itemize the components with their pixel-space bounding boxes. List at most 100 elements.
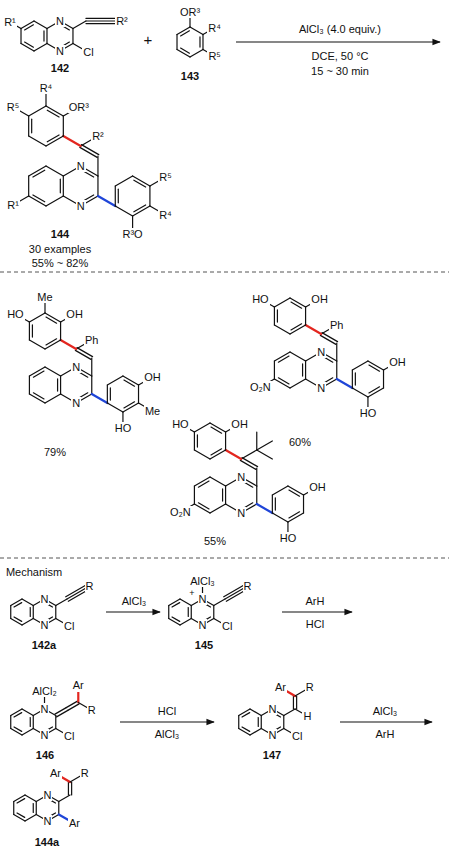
atom-label: N [316, 346, 326, 358]
atom-label: N [198, 593, 208, 605]
atom-label: N [55, 15, 65, 27]
bond-line [305, 361, 306, 379]
compound-number: 144a [34, 836, 60, 848]
atom-label: OH [308, 481, 327, 493]
bond-line [46, 166, 63, 176]
condition-text: ArH [375, 728, 396, 740]
bond-line [355, 373, 356, 385]
compound-number: 147 [262, 749, 282, 761]
bond-line [46, 317, 57, 323]
bond-line [177, 50, 190, 58]
bond-line [124, 380, 135, 386]
atom-label: O₂N [169, 506, 192, 518]
bond-line [30, 608, 31, 617]
atom-label: HO [359, 407, 378, 419]
bond-line [14, 727, 22, 731]
atom-label: AlCl₂ [31, 685, 57, 697]
bond-line [305, 307, 306, 325]
bond-line [169, 619, 180, 626]
atom-label: HO [251, 293, 270, 305]
bond-line [107, 376, 123, 385]
bond-line [10, 716, 11, 729]
atom-label: R [85, 580, 95, 592]
bond-line [336, 343, 337, 361]
atom-label: R² [115, 15, 129, 27]
atom-label: N [43, 789, 53, 801]
bond-line [22, 599, 33, 606]
bond-line [194, 486, 195, 504]
bond-line [47, 110, 59, 117]
bond-line [115, 186, 116, 206]
bond-line [194, 432, 195, 450]
atom-label: Cl [63, 730, 75, 742]
bond-line [14, 815, 25, 822]
bond-line [239, 709, 250, 716]
bond-line [369, 365, 380, 371]
bond-line [28, 176, 29, 196]
bond-line [172, 617, 180, 621]
atom-label: R [305, 681, 315, 693]
bond-line [60, 322, 61, 340]
bond-line [177, 27, 190, 35]
atom-label: N [55, 45, 65, 57]
bond-line [14, 713, 22, 717]
bond-line [290, 352, 306, 361]
bond-line [33, 716, 34, 729]
atom-label: Ph [84, 334, 99, 346]
bond-line [80, 147, 97, 157]
bond-line [198, 481, 209, 487]
condition-text: ArH [305, 595, 326, 607]
bond-line [239, 729, 250, 736]
condition-text: AlCl₃ [121, 595, 148, 607]
bond-line [188, 608, 189, 617]
yield-text: 60% [288, 436, 312, 448]
atom-label: R⁵ [207, 50, 222, 62]
bond-line [73, 21, 86, 29]
bond-line [225, 432, 226, 450]
bond-line [257, 441, 273, 450]
atom-label: R⁴ [158, 209, 173, 221]
bond-line [72, 29, 73, 44]
atom-label: OH [143, 371, 162, 383]
bond-line [46, 339, 57, 345]
bond-line [33, 393, 44, 399]
bond-line [258, 718, 259, 727]
bond-line [97, 176, 98, 196]
atom-label: OH [65, 308, 84, 320]
bond-line [272, 495, 273, 513]
bond-line [194, 450, 210, 459]
bond-line [191, 606, 192, 619]
bond-line [55, 606, 56, 619]
bond-line [22, 619, 33, 626]
atom-label: OH [388, 356, 407, 368]
atom-label: N [43, 815, 53, 827]
bond-line [369, 387, 380, 393]
bond-line [320, 335, 336, 344]
bond-line [97, 156, 98, 176]
bond-line [25, 795, 36, 802]
bond-line [290, 379, 306, 388]
atom-label: R³O [122, 228, 144, 240]
bond-line [13, 802, 14, 815]
atom-label: Cl [63, 620, 75, 632]
bond-line [60, 376, 61, 394]
bond-line [46, 196, 63, 206]
condition-text: AlCl₃ [154, 728, 181, 740]
compound-number: 145 [194, 639, 214, 651]
bond-line [257, 450, 273, 459]
atom-label: OH [310, 293, 329, 305]
atom-label: N [236, 471, 246, 483]
atom-label: R¹ [3, 16, 17, 28]
bond-line [256, 432, 257, 450]
bond-line [30, 718, 31, 727]
bond-line [180, 619, 191, 626]
atom-label: R [87, 704, 97, 716]
bond-line [22, 729, 33, 736]
bond-line [118, 189, 119, 203]
bond-line [283, 716, 284, 729]
bond-line [336, 361, 337, 379]
atom-label: R⁵ [158, 171, 173, 183]
bond-line [47, 135, 59, 142]
